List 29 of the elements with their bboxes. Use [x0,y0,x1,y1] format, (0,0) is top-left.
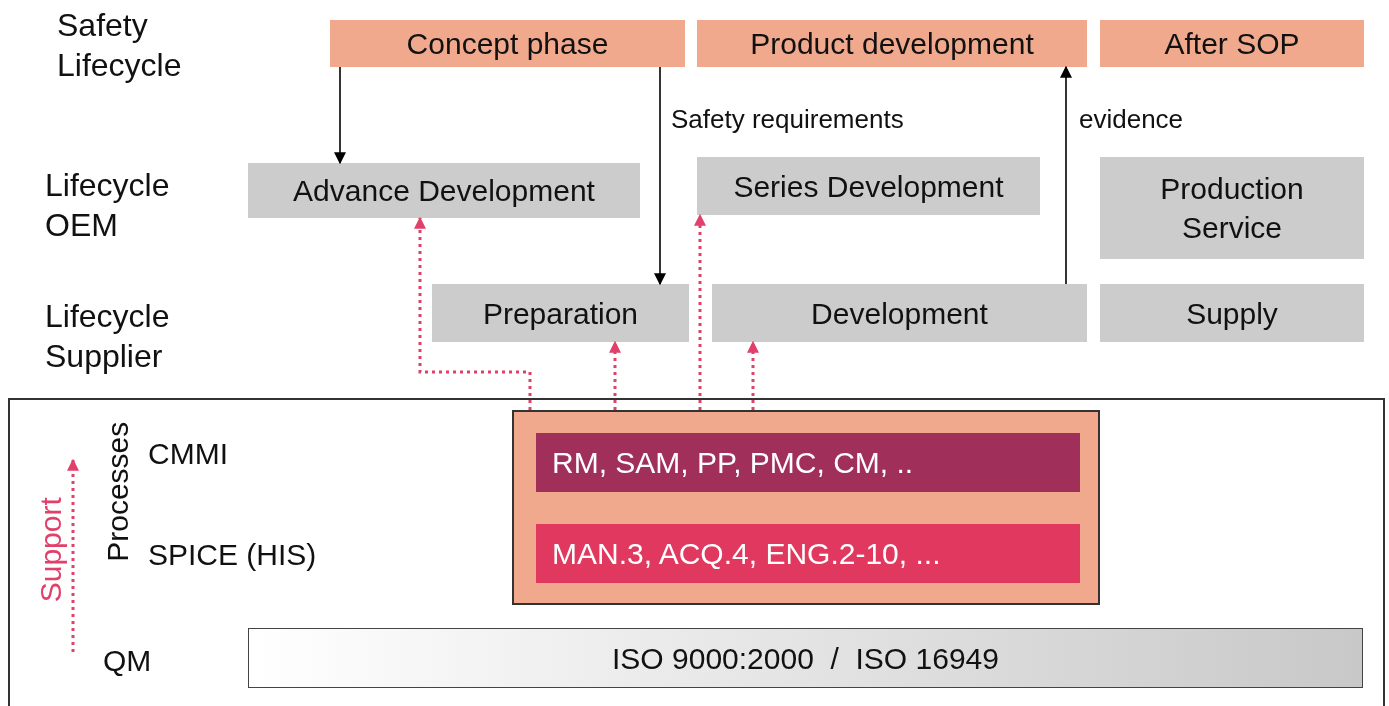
row-heading: Processes [100,421,136,562]
lifecycle-box: Preparation [432,284,689,342]
arrow [334,66,346,165]
arrow [654,66,666,286]
lifecycle-box: Development [712,284,1087,342]
arrow [694,213,706,410]
arrow [1060,65,1072,285]
process-panel [512,410,1100,605]
frame-box [8,398,1385,706]
process-bar: RM, SAM, PP, PMC, CM, .. [536,433,1080,492]
phase-box: After SOP [1100,20,1364,67]
support-label: Support [32,497,68,603]
process-bar: MAN.3, ACQ.4, ENG.2-10, ... [536,524,1080,583]
standard-bar: ISO 9000:2000 / ISO 16949 [248,628,1363,688]
lifecycle-box: Advance Development [248,163,640,218]
arrow [609,340,621,410]
process-label: QM [103,643,152,679]
row-heading: Lifecycle OEM [45,166,171,245]
row-heading: Lifecycle Supplier [45,297,171,376]
lifecycle-box: Production Service [1100,157,1364,259]
phase-box: Concept phase [330,20,685,67]
phase-box: Product development [697,20,1087,67]
process-label: CMMI [148,436,228,472]
arrow [747,340,759,410]
lifecycle-box: Series Development [697,157,1040,215]
arrow [414,216,532,410]
lifecycle-box: Supply [1100,284,1364,342]
process-label: SPICE (HIS) [148,537,317,573]
row-heading: Safety Lifecycle [57,6,183,85]
